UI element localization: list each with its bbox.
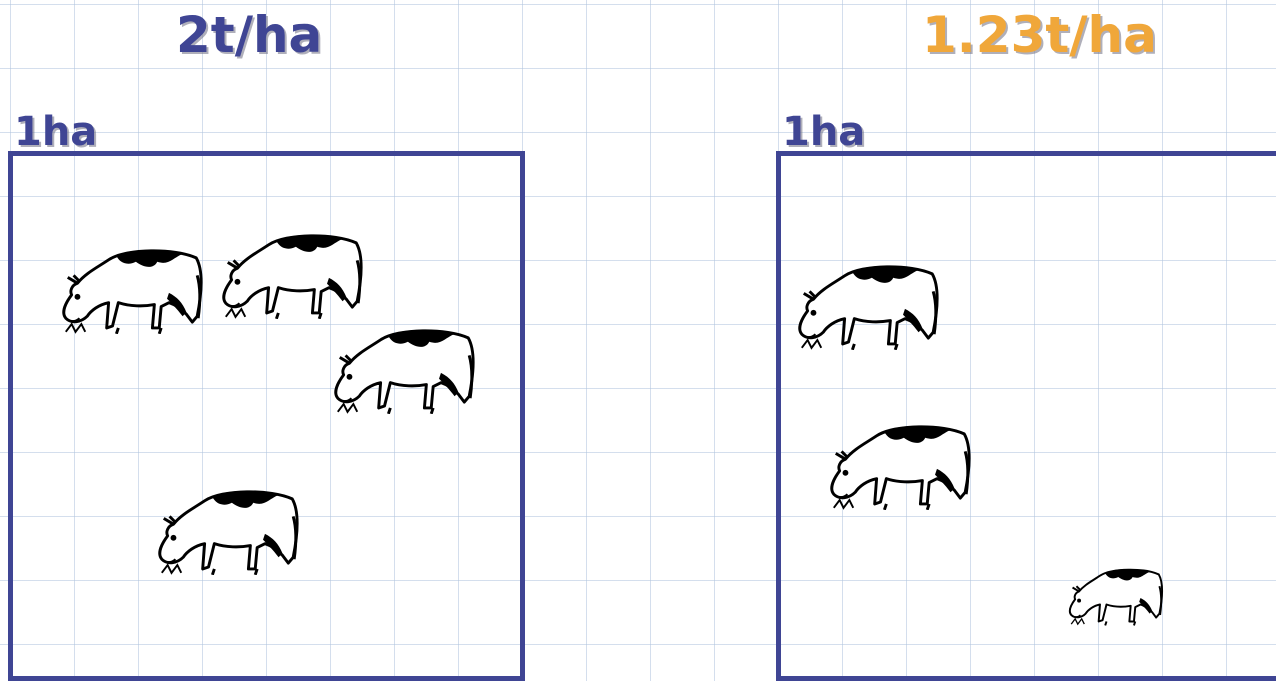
yield-title-left: 2t/ha <box>176 6 322 64</box>
field-right <box>776 151 1276 681</box>
cow-icon <box>794 262 940 350</box>
area-label-left: 1ha <box>14 108 97 156</box>
cow-icon <box>1066 566 1164 626</box>
area-label-right: 1ha <box>782 108 865 156</box>
cow-icon <box>154 487 300 575</box>
cow-icon <box>826 422 972 510</box>
cow-icon <box>218 231 364 319</box>
cow-icon <box>58 246 204 334</box>
cow-icon <box>330 326 476 414</box>
yield-title-right: 1.23t/ha <box>922 6 1157 64</box>
